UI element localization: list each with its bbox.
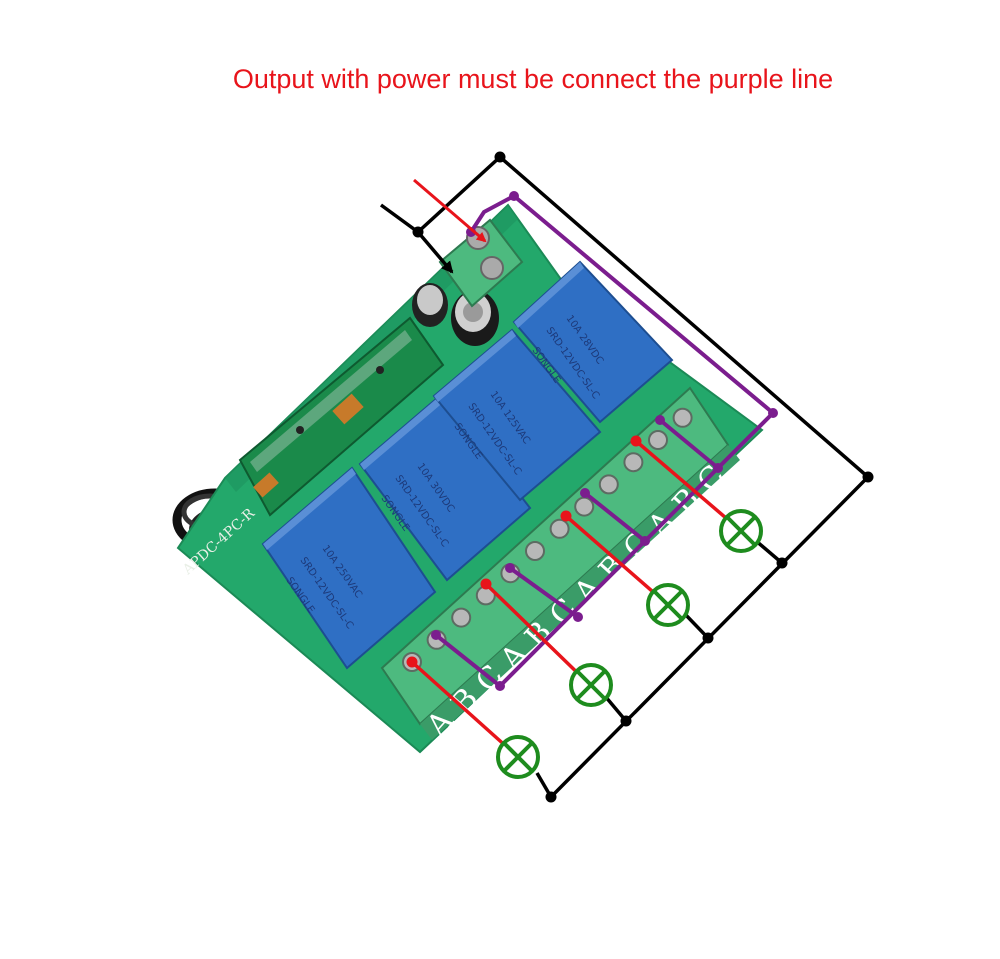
positive-input-arrow — [413, 178, 487, 243]
terminal-screw — [574, 496, 595, 517]
lamp-1 — [496, 735, 540, 779]
terminal-screw — [451, 607, 472, 628]
terminal-screw — [623, 452, 644, 473]
common-wire-purple — [431, 191, 778, 691]
relay-1: SRD-12VDC-SL-C 10A 250VAC SONGLE — [261, 466, 437, 670]
lamp-3 — [646, 583, 690, 627]
terminal-screw — [549, 518, 570, 539]
capacitor — [412, 283, 499, 346]
lamp-4 — [719, 509, 763, 553]
output-wire-red — [406, 435, 742, 759]
diagram-caption: Output with power must be connect the pu… — [232, 64, 834, 94]
terminal-screw — [672, 407, 693, 428]
terminal-screw — [598, 474, 619, 495]
receiver-module — [238, 316, 445, 517]
return-wire-black — [379, 151, 874, 803]
relay-3: SRD-12VDC-SL-C 10A 125VAC SONGLE — [432, 328, 602, 502]
terminal-screw — [648, 430, 668, 450]
lamp-2 — [569, 663, 613, 707]
terminal-screw — [525, 541, 545, 561]
output-terminal-strip — [380, 386, 740, 740]
